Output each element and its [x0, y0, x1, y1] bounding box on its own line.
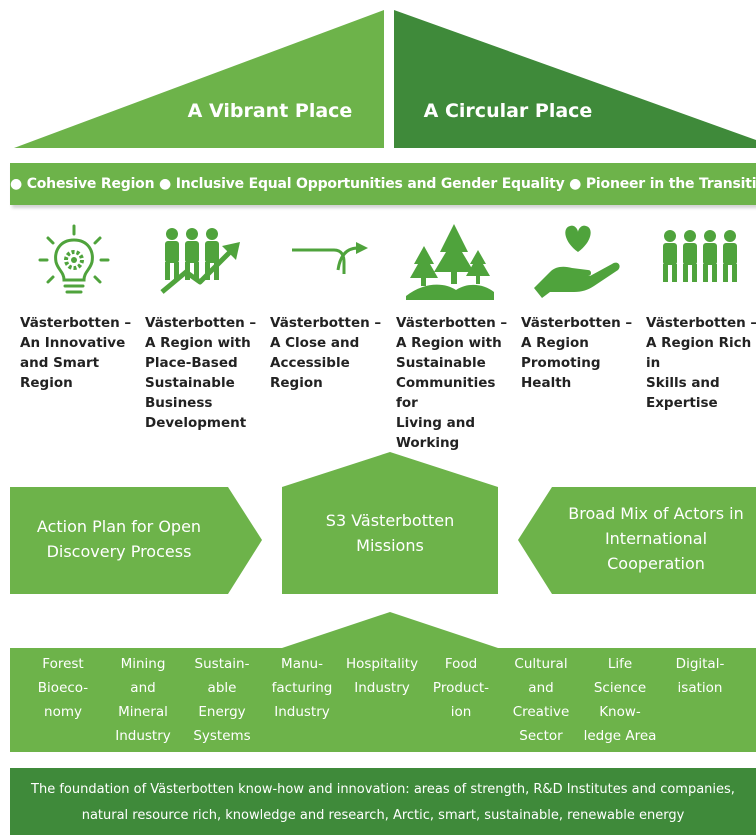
goal-close-accessible: Västerbotten – A Close and Accessible Re…	[270, 315, 382, 391]
turn-arrow-icon	[292, 242, 368, 274]
people-group-icon	[663, 230, 737, 282]
foundation-text: The foundation of Västerbotten know-how …	[31, 782, 735, 823]
sector-cultural-creative: Cultural and Creative Sector	[512, 656, 570, 744]
sector-manufacturing: Manu- facturing Industry	[271, 656, 333, 720]
goal-place-based-business: Västerbotten – A Region with Place-Based…	[145, 315, 257, 431]
vibrant-place-label: A Vibrant Place	[187, 100, 353, 122]
sector-life-science: Life Science Know- ledge Area	[583, 656, 657, 744]
goal-sustainable-communities: Västerbotten – A Region with Sustainable…	[396, 315, 508, 451]
actors-text: Broad Mix of Actors in International Coo…	[568, 504, 744, 573]
action-plan-arrow	[10, 487, 262, 594]
sector-hospitality: Hospitality Industry	[345, 656, 419, 696]
sector-energy: Sustain- able Energy Systems	[193, 656, 251, 744]
actors-arrow	[518, 487, 756, 594]
sectors-pillar	[10, 612, 756, 752]
principles-band: ● Cohesive Region ● Inclusive Equal Oppo…	[10, 163, 756, 205]
goal-promoting-health: Västerbotten – A Region Promoting Health	[521, 315, 633, 391]
people-growth-arrow-icon	[160, 228, 240, 294]
sector-digitalisation: Digital- isation	[675, 656, 725, 696]
goal-innovative-smart: Västerbotten – An Innovative and Smart R…	[20, 315, 132, 391]
lightbulb-gear-icon	[38, 224, 110, 294]
goal-skills-expertise: Västerbotten – A Region Rich in Skills a…	[646, 315, 756, 411]
circular-place-label: A Circular Place	[423, 100, 593, 122]
roof-left-triangle	[14, 10, 384, 148]
hand-heart-icon	[534, 225, 620, 298]
forest-hills-icon	[406, 224, 494, 300]
missions-text: S3 Västerbotten Missions	[325, 511, 455, 555]
sector-mining: Mining and Mineral Industry	[115, 656, 171, 744]
principles-text: ● Cohesive Region ● Inclusive Equal Oppo…	[10, 176, 756, 192]
foundation-bar: The foundation of Västerbotten know-how …	[10, 768, 756, 835]
sector-food: Food Product- ion	[432, 656, 490, 720]
sector-forest-bioeconomy: Forest Bioeco- nomy	[37, 656, 89, 720]
roof-right-triangle	[394, 10, 756, 148]
action-plan-text: Action Plan for Open Discovery Process	[36, 517, 202, 561]
missions-house	[282, 452, 498, 594]
